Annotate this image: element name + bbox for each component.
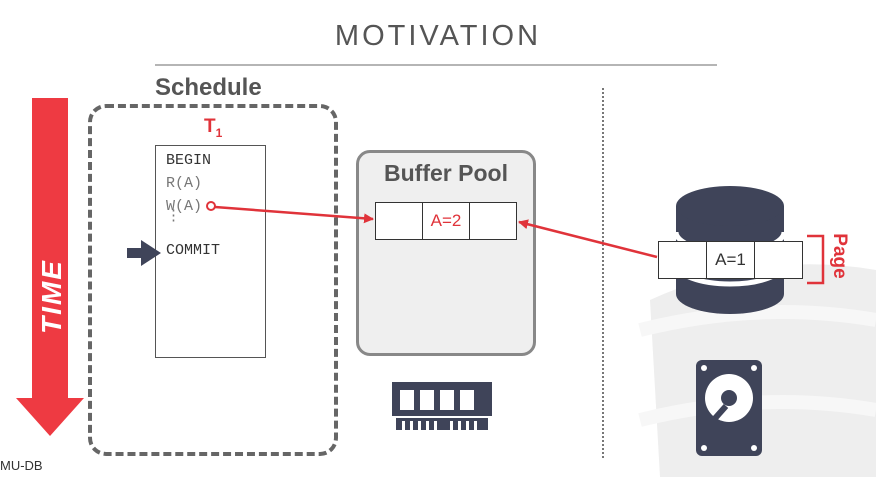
commit-pointer-icon bbox=[127, 240, 161, 266]
op-ellipsis: ⋮ bbox=[166, 208, 181, 225]
time-label: TIME bbox=[36, 259, 67, 334]
memory-chip-icon bbox=[392, 382, 492, 430]
footer-logo-text: MU-DB bbox=[0, 458, 43, 473]
schedule-box bbox=[88, 104, 338, 456]
frame-slot bbox=[376, 203, 423, 239]
op-begin: BEGIN bbox=[166, 152, 212, 169]
hard-drive-icon bbox=[696, 360, 762, 456]
op-commit: COMMIT bbox=[166, 242, 221, 259]
time-arrow bbox=[16, 98, 84, 436]
schedule-label: Schedule bbox=[155, 74, 262, 101]
memory-disk-divider bbox=[602, 88, 604, 458]
transaction-box: BEGIN R(A) W(A) ⋮ COMMIT bbox=[155, 145, 266, 358]
buffer-pool-box bbox=[356, 150, 536, 356]
page-bracket bbox=[807, 234, 825, 285]
buffer-pool-label: Buffer Pool bbox=[384, 160, 508, 186]
title-divider bbox=[155, 64, 717, 66]
op-read: R(A) bbox=[166, 175, 203, 192]
frame-slot bbox=[470, 203, 516, 239]
frame-slot: A=2 bbox=[423, 203, 470, 239]
page-slot bbox=[755, 242, 802, 278]
page-slot bbox=[659, 242, 707, 278]
op-write: W(A) bbox=[166, 198, 203, 215]
disk-page: A=1 bbox=[658, 241, 803, 279]
page-slot: A=1 bbox=[707, 242, 755, 278]
transaction-label: T1 bbox=[204, 116, 223, 140]
page-title: MOTIVATION bbox=[334, 20, 542, 52]
page-label: Page bbox=[829, 233, 850, 279]
buffer-pool-frames: A=2 bbox=[375, 202, 517, 240]
